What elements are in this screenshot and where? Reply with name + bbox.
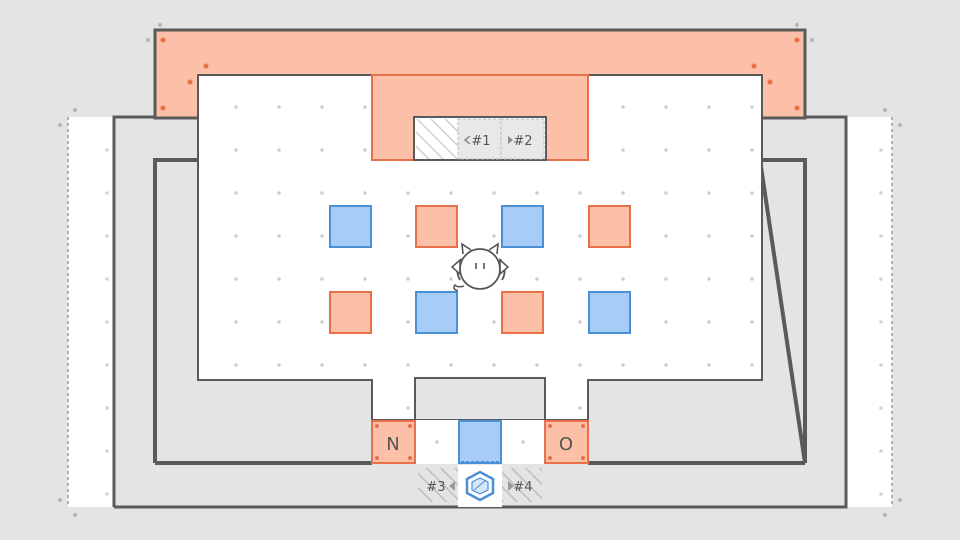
slot-3[interactable]: #3	[426, 480, 455, 495]
slot-1-label: #1	[471, 134, 490, 149]
cat-face-icon[interactable]	[450, 242, 510, 292]
arrow-left-icon	[449, 481, 455, 491]
tiles	[329, 205, 631, 334]
slot-2[interactable]: #2	[508, 134, 533, 149]
door-o[interactable]: O	[544, 420, 589, 464]
hexagon-goal-icon[interactable]	[465, 470, 495, 502]
blue-tile[interactable]	[415, 291, 458, 334]
slot-1[interactable]: #1	[463, 134, 491, 149]
door-n[interactable]: N	[371, 420, 416, 464]
orange-tile[interactable]	[501, 291, 544, 334]
orange-tile[interactable]	[588, 205, 631, 248]
corner-markers	[58, 23, 902, 517]
door-n-label: N	[386, 434, 399, 455]
left-pillar	[67, 117, 114, 507]
orange-tile[interactable]	[329, 291, 372, 334]
blue-tile[interactable]	[501, 205, 544, 248]
lower-chamber	[414, 377, 546, 421]
band-rivets	[160, 37, 800, 111]
blue-tile[interactable]	[588, 291, 631, 334]
arrow-left-icon	[463, 135, 471, 145]
door-o-label: O	[559, 434, 573, 455]
bottom-blue-gate[interactable]	[458, 420, 502, 464]
blue-tile[interactable]	[329, 205, 372, 248]
inner-wall-ring	[153, 158, 807, 464]
hatched-slot[interactable]	[416, 119, 458, 159]
slot-4-label: #4	[513, 480, 532, 495]
arrow-right-icon	[508, 136, 513, 144]
orange-tile[interactable]	[415, 205, 458, 248]
slot-3-label: #3	[426, 480, 445, 495]
arrow-right-icon	[508, 481, 514, 491]
slot-4[interactable]: #4	[508, 480, 533, 495]
right-pillar	[846, 117, 893, 507]
slot-2-label: #2	[513, 134, 532, 149]
